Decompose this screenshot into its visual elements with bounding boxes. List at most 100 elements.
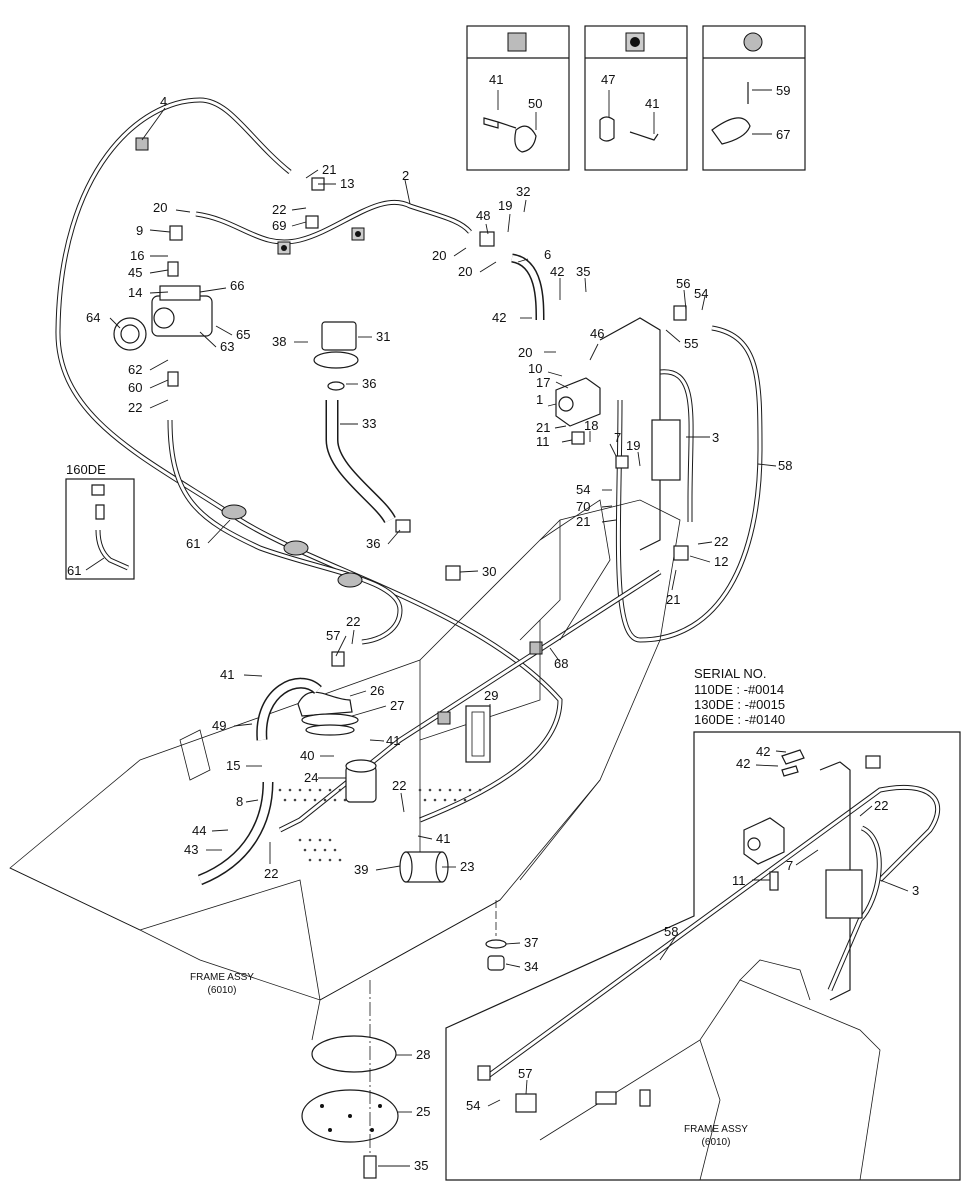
filter xyxy=(345,759,377,803)
callout-22-e: 22 xyxy=(392,778,406,793)
callout-18: 18 xyxy=(584,418,598,433)
black-dot-symbol xyxy=(630,37,640,47)
callout-43: 43 xyxy=(184,842,198,857)
hydraulic-pump xyxy=(151,285,213,337)
callout-23: 23 xyxy=(460,859,474,874)
callout-66: 66 xyxy=(230,278,244,293)
components xyxy=(113,177,689,1179)
inset-callout-54: 54 xyxy=(466,1098,480,1113)
callout-17: 17 xyxy=(536,375,550,390)
callout-30: 30 xyxy=(482,564,496,579)
callout-7: 7 xyxy=(614,430,621,445)
callout-16: 16 xyxy=(130,248,144,263)
callout-6: 6 xyxy=(544,247,551,262)
callout-27: 27 xyxy=(390,698,404,713)
callout-64: 64 xyxy=(86,310,100,325)
callout-36: 36 xyxy=(362,376,376,391)
callout-33: 33 xyxy=(362,416,376,431)
callout-35: 35 xyxy=(576,264,590,279)
serial-heading: SERIAL NO. xyxy=(694,666,766,681)
perforated-plate xyxy=(278,788,482,862)
frame-assy-label: FRAME ASSY xyxy=(190,972,254,983)
callout-56: 56 xyxy=(676,276,690,291)
callout-57: 57 xyxy=(326,628,340,643)
callout-4: 4 xyxy=(160,94,167,109)
callout-46: 46 xyxy=(590,326,604,341)
strainer xyxy=(399,851,449,883)
hose-routing xyxy=(55,97,763,886)
callout-36-b: 36 xyxy=(366,536,380,551)
callout-20-c: 20 xyxy=(458,264,472,279)
legend-callout-41b: 41 xyxy=(645,96,659,111)
inset-callout-11: 11 xyxy=(732,873,746,888)
dotted-square-symbol xyxy=(507,32,527,52)
inset-callout-22: 22 xyxy=(874,798,888,813)
callout-8: 8 xyxy=(236,794,243,809)
legend-callout-67: 67 xyxy=(776,127,790,142)
callout-39: 39 xyxy=(354,862,368,877)
callout-32: 32 xyxy=(516,184,530,199)
callout-62: 62 xyxy=(128,362,142,377)
callout-48: 48 xyxy=(476,208,490,223)
callout-60: 60 xyxy=(128,380,142,395)
callout-12: 12 xyxy=(714,554,728,569)
callout-3: 3 xyxy=(712,430,719,445)
serial-line-130de: 130DE : -#0015 xyxy=(694,697,785,712)
callout-34: 34 xyxy=(524,959,538,974)
callout-19-b: 19 xyxy=(626,438,640,453)
serial-note: SERIAL NO. 110DE : -#0014 130DE : -#0015… xyxy=(694,666,785,727)
callout-65: 65 xyxy=(236,327,250,342)
callout-22-b: 22 xyxy=(128,400,142,415)
callout-29: 29 xyxy=(484,688,498,703)
callout-55: 55 xyxy=(684,336,698,351)
o-ring xyxy=(311,1035,397,1073)
dotted-circle-symbol xyxy=(743,32,763,52)
callout-15: 15 xyxy=(226,758,240,773)
callout-20-d: 20 xyxy=(518,345,532,360)
inset-callout-58: 58 xyxy=(664,924,678,939)
inset-frame-assy-label: FRAME ASSY xyxy=(684,1124,748,1135)
callout-19: 19 xyxy=(498,198,512,213)
inset-callout-61: 61 xyxy=(67,563,81,578)
callout-22-c: 22 xyxy=(714,534,728,549)
inset-callout-3: 3 xyxy=(912,883,919,898)
callout-37: 37 xyxy=(524,935,538,950)
callout-42: 42 xyxy=(550,264,564,279)
callout-20: 20 xyxy=(153,200,167,215)
callout-41-b: 41 xyxy=(386,733,400,748)
callout-42-b: 42 xyxy=(492,310,506,325)
callout-10: 10 xyxy=(528,361,542,376)
callout-49: 49 xyxy=(212,718,226,733)
frame-assembly: FRAME ASSY (6010) xyxy=(9,499,681,1041)
callout-9: 9 xyxy=(136,223,143,238)
legend: 41 50 47 41 59 67 xyxy=(466,25,806,171)
level-gauge xyxy=(465,705,491,763)
serial-line-110de: 110DE : -#0014 xyxy=(694,682,784,697)
callout-28: 28 xyxy=(416,1047,430,1062)
callout-61: 61 xyxy=(186,536,200,551)
callout-69: 69 xyxy=(272,218,286,233)
legend-callout-50: 50 xyxy=(528,96,542,111)
callout-21-d: 21 xyxy=(666,592,680,607)
callout-2: 2 xyxy=(402,168,409,183)
inset-frame-assy-code: (6010) xyxy=(702,1137,731,1148)
leader-lines xyxy=(109,107,777,1167)
serial-detail-inset: 42 42 22 7 11 3 58 57 54 FRAME ASSY (601… xyxy=(445,731,961,1181)
callout-numbers: 4 21 13 2 20 22 69 9 16 45 14 66 64 65 6… xyxy=(86,94,792,1173)
callout-21-c: 21 xyxy=(576,514,590,529)
callout-58: 58 xyxy=(778,458,792,473)
callout-1: 1 xyxy=(536,392,543,407)
callout-26: 26 xyxy=(370,683,384,698)
callout-31: 31 xyxy=(376,329,390,344)
inset-callout-7: 7 xyxy=(786,858,793,873)
callout-45: 45 xyxy=(128,265,142,280)
callout-20-b: 20 xyxy=(432,248,446,263)
inset-160de: 160DE 61 xyxy=(65,462,135,580)
callout-54: 54 xyxy=(694,286,708,301)
callout-40: 40 xyxy=(300,748,314,763)
inset-callout-42-b: 42 xyxy=(736,756,750,771)
callout-54-b: 54 xyxy=(576,482,590,497)
callout-13: 13 xyxy=(340,176,354,191)
callout-22-d: 22 xyxy=(346,614,360,629)
